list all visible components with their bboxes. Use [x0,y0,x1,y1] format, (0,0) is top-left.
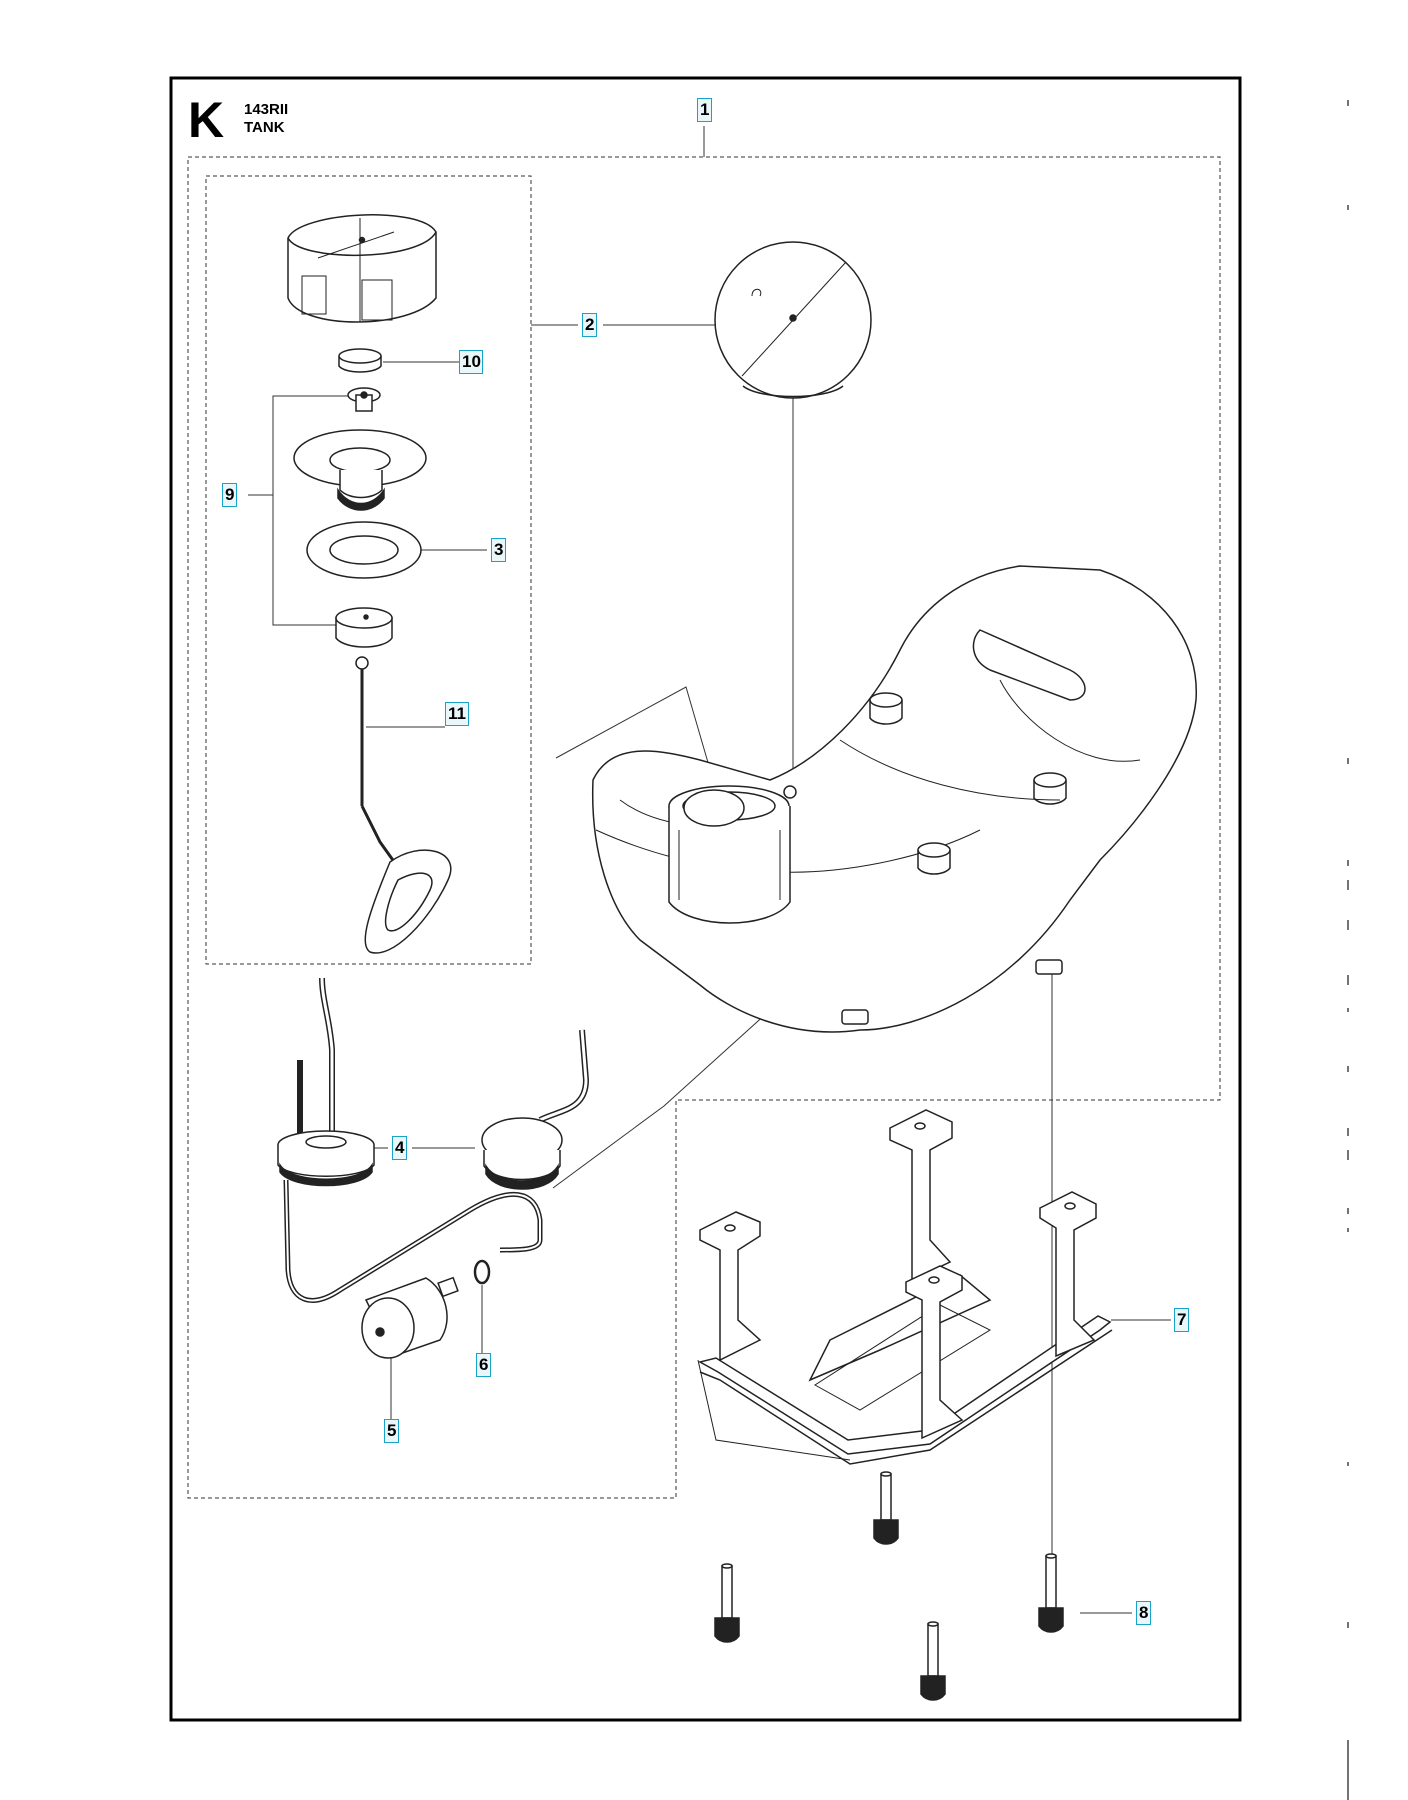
group-box-cap-assembly [205,175,532,965]
part-vent-valve [347,387,381,412]
callout-1[interactable]: 1 [697,98,712,122]
callout-9[interactable]: 9 [222,483,237,507]
diagram-title: TANK [244,119,285,136]
callout-6[interactable]: 6 [476,1353,491,1377]
part-grommet-left [277,977,375,1187]
group-box-tank-assembly [187,156,1221,1499]
part-grommet-right [481,1029,590,1190]
part-gasket-small [338,348,382,373]
part-retainer-flange [293,429,427,511]
dashed-group-boxes [187,156,1221,1499]
part-tank-guard [697,1109,1113,1465]
callout-11[interactable]: 11 [445,702,469,726]
part-screw-1 [873,1471,899,1545]
section-letter: K [188,92,225,148]
part-fuel-tank [591,565,1197,1033]
part-valve-cup [335,607,393,648]
callout-7[interactable]: 7 [1174,1308,1189,1332]
diagram-frame [169,76,1242,1722]
part-cap-on-tank [714,241,872,399]
callout-4[interactable]: 4 [392,1136,407,1160]
part-fuel-line [283,1179,543,1303]
part-screw-4 [920,1621,946,1701]
part-fuel-filter [361,1276,459,1359]
callout-10[interactable]: 10 [459,350,483,374]
part-screw-3 [1038,1553,1064,1633]
part-cap-exploded [287,214,437,323]
model-number: 143RII [244,101,289,118]
part-fuel-pickup [355,656,452,954]
part-hose-clamp [473,1259,491,1285]
callout-8[interactable]: 8 [1136,1601,1151,1625]
part-washer [306,521,422,579]
part-screw-2 [714,1563,740,1643]
part-drawings [277,214,1197,1701]
callout-5[interactable]: 5 [384,1419,399,1443]
callout-2[interactable]: 2 [582,313,597,337]
callout-3[interactable]: 3 [491,538,506,562]
